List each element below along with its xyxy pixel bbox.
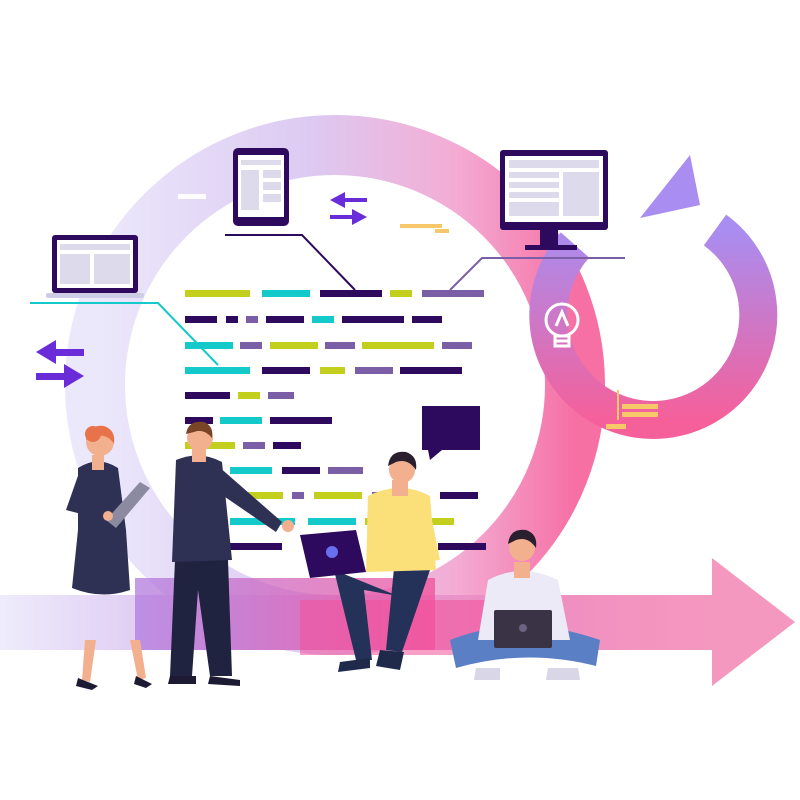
code-line (185, 392, 294, 399)
code-line (185, 316, 442, 323)
monitor-icon (500, 150, 608, 250)
code-line (245, 492, 478, 499)
laptop-icon (46, 235, 144, 298)
man-sitting-with-laptop (300, 451, 440, 672)
speech-bubble-icon (422, 406, 480, 460)
code-line (185, 417, 332, 424)
swap-arrows-icon (36, 340, 84, 388)
lightbulb-icon (544, 302, 580, 348)
code-line (185, 367, 462, 374)
curl-arrow-icon (529, 155, 778, 439)
decor-dashes (178, 194, 658, 429)
tablet-icon (233, 148, 289, 226)
code-line (185, 342, 472, 349)
woman-with-tablet (66, 425, 152, 690)
code-line (185, 290, 484, 297)
code-line (230, 467, 363, 474)
swap-arrows-icon (330, 192, 367, 225)
connector-lines (30, 234, 625, 366)
man-cross-legged-with-laptop (450, 529, 600, 680)
code-lines (185, 290, 486, 550)
man-pointing (168, 421, 294, 686)
code-line (230, 543, 486, 550)
